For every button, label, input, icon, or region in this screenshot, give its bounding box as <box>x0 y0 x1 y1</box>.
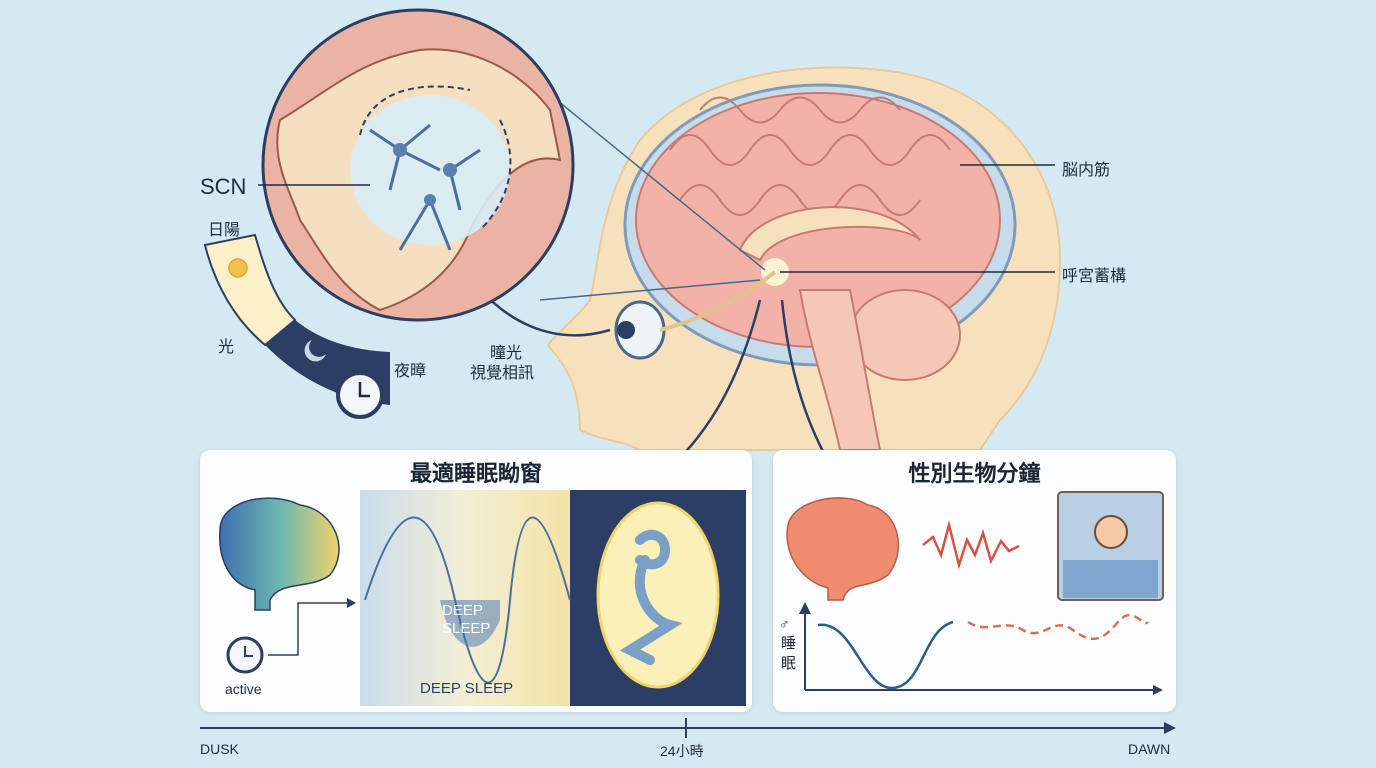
sun-label: 日陽 <box>208 222 241 239</box>
deep-sleep-label: DEEP SLEEP <box>420 680 514 697</box>
deep-sleep-wave-label-1: DEEP <box>442 602 483 619</box>
timeline-start-label: DUSK <box>200 741 239 757</box>
retina-label-line1: 曈光 <box>490 345 523 362</box>
timeline-mid-label: 24小時 <box>660 743 704 759</box>
night-label: 夜暲 <box>394 363 427 380</box>
y-axis-label: 睡眠 <box>781 635 797 672</box>
erratic-wave <box>922 520 1020 570</box>
active-brain-icon <box>219 497 340 611</box>
gender-biological-clock-panel: 性別生物分鐘 ♂ 睡眠 <box>773 450 1176 712</box>
brain-cortex-label: 脳内筋 <box>1062 162 1111 179</box>
timeline-end-label: DAWN <box>1128 741 1171 757</box>
sleeping-person-icon <box>619 529 683 665</box>
sleep-curve <box>817 620 954 690</box>
panel-title: 性別生物分鐘 <box>908 461 1041 486</box>
brain-icon <box>786 497 900 601</box>
optimal-sleep-panel: 最適睡眠眑窗 DEEP SLEEP DEEP SLEEP active <box>200 450 752 712</box>
neuron-icon <box>369 123 481 251</box>
retina-label-line2: 視覺相訊 <box>470 365 535 382</box>
sleep-wave <box>364 516 571 684</box>
disrupted-sleep-curve <box>967 614 1149 641</box>
hypothalamus-label: 呼宮蓄構 <box>1062 268 1127 285</box>
gender-symbol: ♂ <box>779 616 790 632</box>
sleeping-person-glow <box>596 501 720 689</box>
cerebellum <box>849 289 961 381</box>
day-arc <box>203 233 297 347</box>
moon-icon <box>304 340 326 362</box>
panel-title: 最適睡眠眑窗 <box>409 461 542 486</box>
sun-icon <box>228 258 248 278</box>
active-label: active <box>225 681 262 697</box>
deep-sleep-wave-label-2: SLEEP <box>442 620 491 637</box>
light-label: 光 <box>218 339 235 356</box>
scn-label: SCN <box>200 174 247 199</box>
